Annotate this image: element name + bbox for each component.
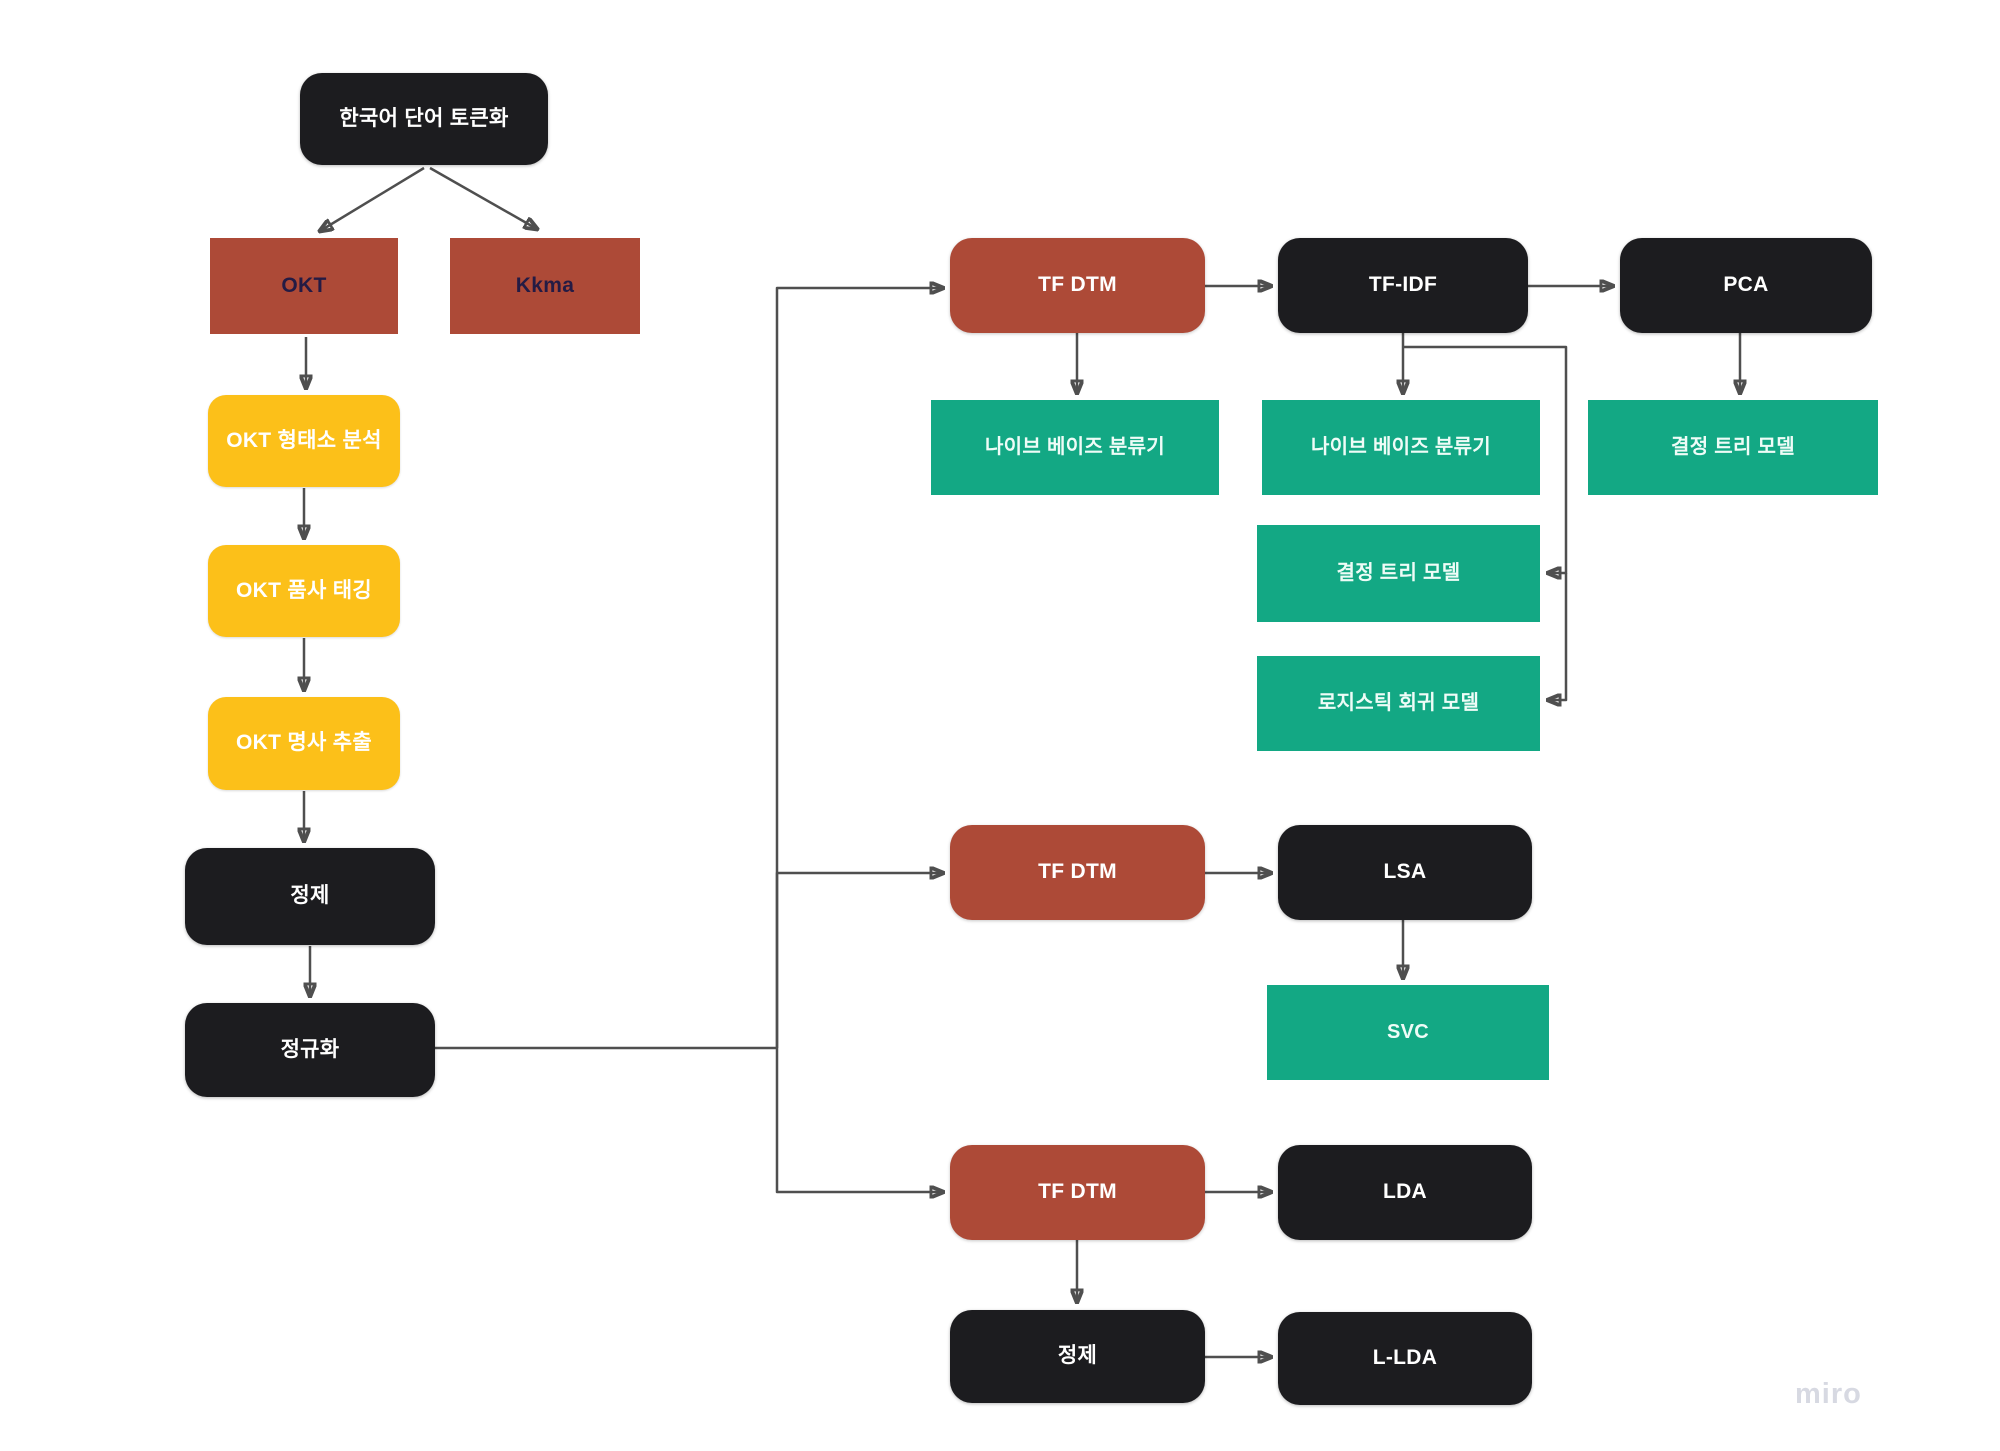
edge-tokenization-to-kkma [429,166,537,229]
node-okt[interactable]: OKT [210,238,398,334]
node-refine-2[interactable]: 정제 [950,1310,1205,1403]
node-tokenization[interactable]: 한국어 단어 토큰화 [300,73,548,165]
node-tf-dtm-1[interactable]: TF DTM [950,238,1205,333]
node-naive-bayes-1[interactable]: 나이브 베이즈 분류기 [931,400,1219,495]
node-naive-bayes-2[interactable]: 나이브 베이즈 분류기 [1262,400,1540,495]
node-lsa[interactable]: LSA [1278,825,1532,920]
node-kkma[interactable]: Kkma [450,238,640,334]
node-okt-pos-tagging[interactable]: OKT 품사 태깅 [208,545,400,637]
node-lda[interactable]: LDA [1278,1145,1532,1240]
node-decision-tree-tfidf[interactable]: 결정 트리 모델 [1257,525,1540,622]
node-tf-idf[interactable]: TF-IDF [1278,238,1528,333]
edge-trunk-to-tfdtm2 [775,873,943,1048]
node-normalize[interactable]: 정규화 [185,1003,435,1097]
node-svc[interactable]: SVC [1267,985,1549,1080]
node-refine-1[interactable]: 정제 [185,848,435,945]
node-l-lda[interactable]: L-LDA [1278,1312,1532,1405]
edge-tokenization-to-okt [320,166,425,231]
node-tf-dtm-3[interactable]: TF DTM [950,1145,1205,1240]
node-okt-morph-analysis[interactable]: OKT 형태소 분석 [208,395,400,487]
edge-trunk-to-tfdtm1 [775,288,943,1048]
edge-tfidf-to-logistic [1548,573,1568,700]
miro-logo: miro [1795,1378,1862,1410]
edge-trunk-to-tfdtm3 [775,1048,943,1192]
node-logistic-regression[interactable]: 로지스틱 회귀 모델 [1257,656,1540,751]
node-pca[interactable]: PCA [1620,238,1872,333]
node-tf-dtm-2[interactable]: TF DTM [950,825,1205,920]
node-okt-noun-extraction[interactable]: OKT 명사 추출 [208,697,400,790]
node-decision-tree-pca[interactable]: 결정 트리 모델 [1588,400,1878,495]
